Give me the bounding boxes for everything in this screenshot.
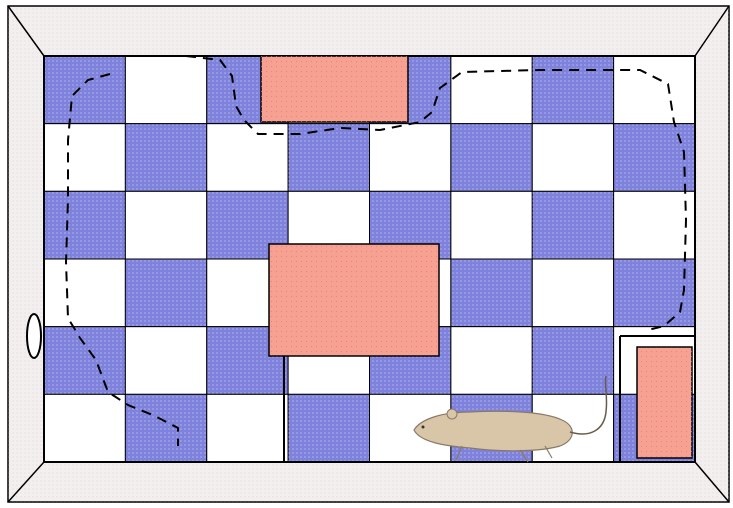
floor-tile-white (614, 56, 695, 124)
floor-tile-texture (125, 259, 206, 327)
floor-tile-texture (532, 56, 613, 124)
mouse-ear (447, 409, 457, 419)
floor-tile-white (44, 394, 125, 462)
floor-tile-white (614, 191, 695, 259)
floor-tile-texture (451, 259, 532, 327)
floor-tile-white (451, 327, 532, 395)
floor-tile-texture (44, 327, 125, 395)
floor-tile-texture (614, 124, 695, 192)
floor-tile-texture (44, 191, 125, 259)
top-block-texture (261, 56, 408, 122)
floor-tile-white (370, 124, 451, 192)
floor-tile-texture (451, 124, 532, 192)
floor-tile-white (44, 259, 125, 327)
floor-tile-texture (532, 191, 613, 259)
door-icon (27, 314, 41, 358)
floor-tile-white (451, 191, 532, 259)
floor-tile-white (532, 124, 613, 192)
mouse-eye (422, 426, 425, 429)
floor-tile-texture (532, 327, 613, 395)
floor-tile-texture (44, 56, 125, 124)
floor-tile-white (44, 124, 125, 192)
floor-tile-white (451, 56, 532, 124)
floor-tile-white (125, 191, 206, 259)
floor-tile-white (125, 327, 206, 395)
floor-tile-white (125, 56, 206, 124)
floor-tile-texture (125, 124, 206, 192)
floor-tile-texture (125, 394, 206, 462)
center-block-texture (269, 244, 439, 356)
corner-block-texture (637, 347, 692, 458)
floor-tile-white (207, 394, 288, 462)
floor-tile-white (532, 259, 613, 327)
floor-tile-texture (288, 394, 369, 462)
